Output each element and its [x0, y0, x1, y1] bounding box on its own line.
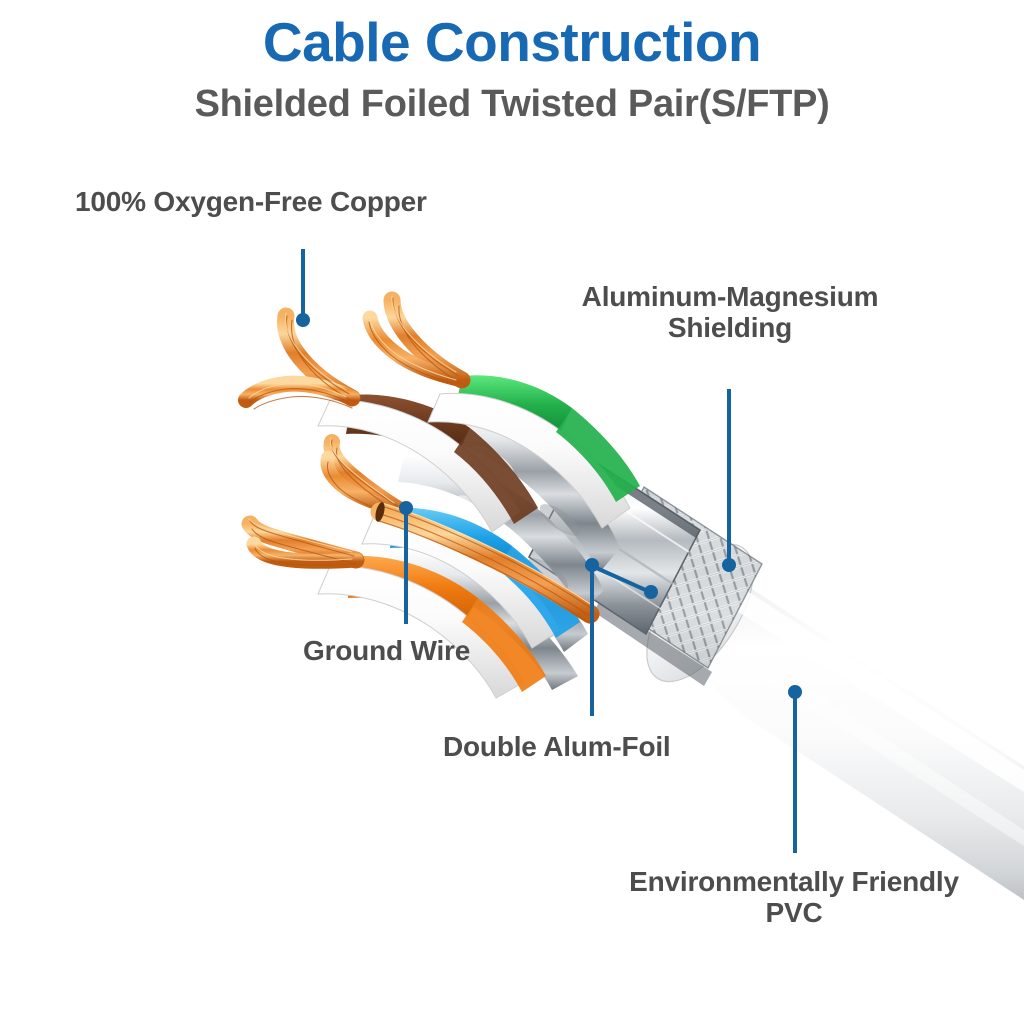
- oxygen-free-copper-strands: [238, 291, 600, 624]
- copper-bundle-orange: [241, 515, 365, 569]
- page-subtitle: Shielded Foiled Twisted Pair(S/FTP): [194, 83, 830, 125]
- callout-label-ground-wire: Ground Wire: [303, 635, 471, 666]
- pair-green: [427, 375, 640, 529]
- copper-bundle-brown: [238, 307, 361, 410]
- callout-label-double-alum-foil: Double Alum-Foil: [443, 731, 671, 762]
- copper-bundle-green: [362, 291, 471, 389]
- callout-label-oxygen-free-copper: 100% Oxygen-Free Copper: [75, 186, 427, 217]
- page-title: Cable Construction: [262, 11, 762, 73]
- callout-label-environmentally-friendly-pvc: Environmentally Friendly PVC: [629, 866, 959, 929]
- pair-orange: [317, 555, 546, 699]
- twisted-pair-conductors: [317, 375, 640, 699]
- copper-bundle-blue: [320, 434, 408, 518]
- callout-label-aluminum-magnesium-shielding: Aluminum-Magnesium Shielding: [581, 281, 879, 344]
- ground-wire-copper: [370, 502, 600, 624]
- leader-oxygen-free-copper: [296, 249, 310, 327]
